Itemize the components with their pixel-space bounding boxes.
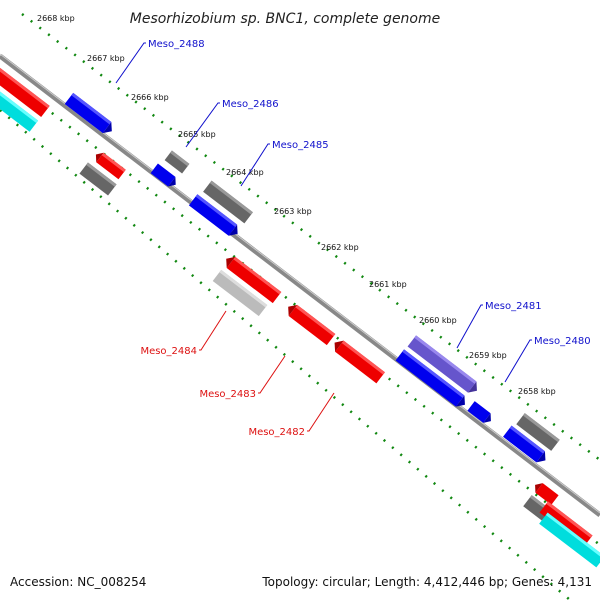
feature-meso-2480[interactable] bbox=[503, 425, 550, 466]
tick-label: 2660 kbp bbox=[419, 316, 457, 325]
leader-meso-2485 bbox=[240, 143, 270, 187]
tick-labels: 2668 kbp 2667 kbp 2666 kbp 2665 kbp 2664… bbox=[37, 14, 556, 396]
tick-label: 2664 kbp bbox=[226, 168, 264, 177]
tick-label: 2662 kbp bbox=[321, 243, 359, 252]
feature-meso-2488[interactable] bbox=[64, 92, 116, 137]
leader-meso-2484 bbox=[199, 310, 227, 351]
leader-meso-2481 bbox=[456, 304, 483, 349]
feature-meso-2484[interactable] bbox=[212, 269, 268, 317]
backbone-line bbox=[0, 54, 600, 517]
tick-label: 2659 kbp bbox=[469, 351, 507, 360]
feature-gray-2[interactable] bbox=[164, 150, 190, 174]
leader-meso-2483 bbox=[258, 355, 286, 394]
feature-red-right-1[interactable] bbox=[531, 480, 559, 505]
gene-label-meso-2482[interactable]: Meso_2482 bbox=[248, 427, 305, 438]
gene-label-meso-2485[interactable]: Meso_2485 bbox=[272, 140, 329, 151]
feature-red-left[interactable] bbox=[0, 63, 50, 117]
gene-label-meso-2486[interactable]: Meso_2486 bbox=[222, 99, 279, 110]
scale-lines bbox=[0, 13, 600, 600]
tick-label: 2667 kbp bbox=[87, 54, 125, 63]
tick-label: 2663 kbp bbox=[274, 207, 312, 216]
feature-meso-2482[interactable] bbox=[330, 337, 385, 384]
feature-meso-2483[interactable] bbox=[284, 301, 336, 346]
feature-meso-2485[interactable] bbox=[188, 194, 242, 239]
outer-scale-line bbox=[21, 13, 600, 461]
tick-label: 2661 kbp bbox=[369, 280, 407, 289]
tick-label: 2666 kbp bbox=[131, 93, 169, 102]
feature-cyan-right[interactable] bbox=[539, 512, 600, 568]
feature-gray-3[interactable] bbox=[203, 180, 253, 224]
gene-label-meso-2483[interactable]: Meso_2483 bbox=[199, 389, 256, 400]
leader-meso-2482 bbox=[307, 392, 335, 432]
gene-label-meso-2480[interactable]: Meso_2480 bbox=[534, 336, 591, 347]
tick-label: 2668 kbp bbox=[37, 14, 75, 23]
leader-meso-2480 bbox=[504, 339, 532, 383]
map-title: Mesorhizobium sp. BNC1, complete genome bbox=[130, 11, 441, 27]
feature-gray-4[interactable] bbox=[516, 413, 560, 451]
accession-text: Accession: NC_008254 bbox=[10, 575, 146, 589]
feature-red-right-2[interactable] bbox=[539, 501, 593, 547]
gene-label-meso-2484[interactable]: Meso_2484 bbox=[140, 346, 197, 357]
feature-cyan-left[interactable] bbox=[0, 84, 39, 132]
gene-labels: Meso_2488 Meso_2486 Meso_2485 Meso_2481 … bbox=[140, 39, 590, 438]
tick-label: 2665 kbp bbox=[178, 130, 216, 139]
gene-label-meso-2481[interactable]: Meso_2481 bbox=[485, 301, 542, 312]
feature-gray-1[interactable] bbox=[79, 162, 117, 196]
feature-meso-2481-b[interactable] bbox=[395, 349, 470, 410]
leader-meso-2486 bbox=[185, 102, 220, 148]
outer-scale-line-2 bbox=[0, 109, 571, 600]
leader-meso-2488 bbox=[115, 42, 146, 84]
genome-summary-text: Topology: circular; Length: 4,412,446 bp… bbox=[261, 575, 592, 589]
gene-label-meso-2488[interactable]: Meso_2488 bbox=[148, 39, 205, 50]
feature-meso-2486[interactable] bbox=[150, 163, 180, 190]
feature-meso-2481-a[interactable] bbox=[407, 335, 482, 396]
feature-red-small[interactable] bbox=[92, 150, 126, 180]
feature-meso-2484-red[interactable] bbox=[222, 253, 282, 304]
leader-lines bbox=[115, 42, 532, 432]
gene-features bbox=[0, 63, 600, 568]
feature-small-blue[interactable] bbox=[467, 401, 494, 426]
tick-label: 2658 kbp bbox=[518, 387, 556, 396]
